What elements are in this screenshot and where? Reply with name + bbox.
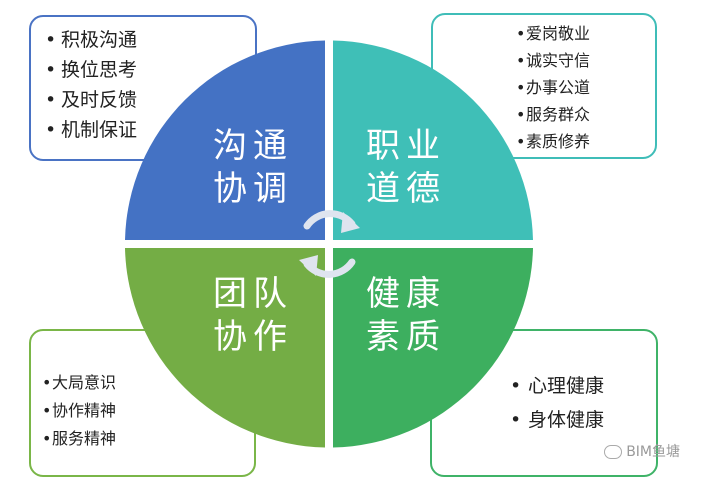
quadrant-top-left bbox=[125, 40, 325, 240]
quadrant-top-right-label-1: 职业 bbox=[366, 126, 446, 166]
watermark-text: BIM鱼塘 bbox=[626, 444, 680, 460]
list-item: 办事公道 bbox=[516, 74, 655, 101]
list-item: 服务群众 bbox=[516, 101, 655, 128]
quadrant-bottom-left-label-2: 协作 bbox=[213, 317, 293, 357]
quadrant-bottom-right-label-2: 素质 bbox=[366, 317, 446, 357]
list-item: 协作精神 bbox=[42, 397, 254, 425]
list-item: 素质修养 bbox=[516, 128, 655, 155]
list-item: 及时反馈 bbox=[45, 85, 255, 115]
wechat-icon bbox=[604, 445, 623, 459]
quadrant-top-left-label-1: 沟通 bbox=[213, 126, 293, 166]
list-item: 服务精神 bbox=[42, 425, 254, 453]
list-item: 换位思考 bbox=[45, 55, 255, 85]
list-item: 大局意识 bbox=[42, 369, 254, 397]
quadrant-top-right-label-2: 道德 bbox=[366, 169, 446, 209]
list-item: 机制保证 bbox=[45, 115, 255, 145]
list-communication: 积极沟通 换位思考 及时反馈 机制保证 bbox=[31, 17, 255, 145]
quadrant-top-left-label-2: 协调 bbox=[213, 169, 293, 209]
cycle-arrows-icon bbox=[299, 210, 360, 278]
list-ethics: 爱岗敬业 诚实守信 办事公道 服务群众 素质修养 bbox=[433, 15, 655, 155]
list-health: 心理健康 身体健康 bbox=[432, 331, 656, 437]
list-item: 积极沟通 bbox=[45, 25, 255, 55]
watermark: BIM鱼塘 bbox=[604, 441, 680, 461]
list-item: 诚实守信 bbox=[516, 47, 655, 74]
quadrant-bottom-right bbox=[333, 248, 533, 448]
list-teamwork: 大局意识 协作精神 服务精神 bbox=[31, 331, 254, 453]
quadrant-top-right bbox=[333, 40, 533, 240]
quadrant-bottom-left-label-1: 团队 bbox=[213, 274, 293, 314]
list-item: 身体健康 bbox=[510, 403, 656, 437]
quadrant-bottom-right-label-1: 健康 bbox=[366, 274, 446, 314]
list-item: 心理健康 bbox=[510, 369, 656, 403]
quadrant-bottom-left bbox=[125, 248, 325, 448]
list-item: 爱岗敬业 bbox=[516, 20, 655, 47]
